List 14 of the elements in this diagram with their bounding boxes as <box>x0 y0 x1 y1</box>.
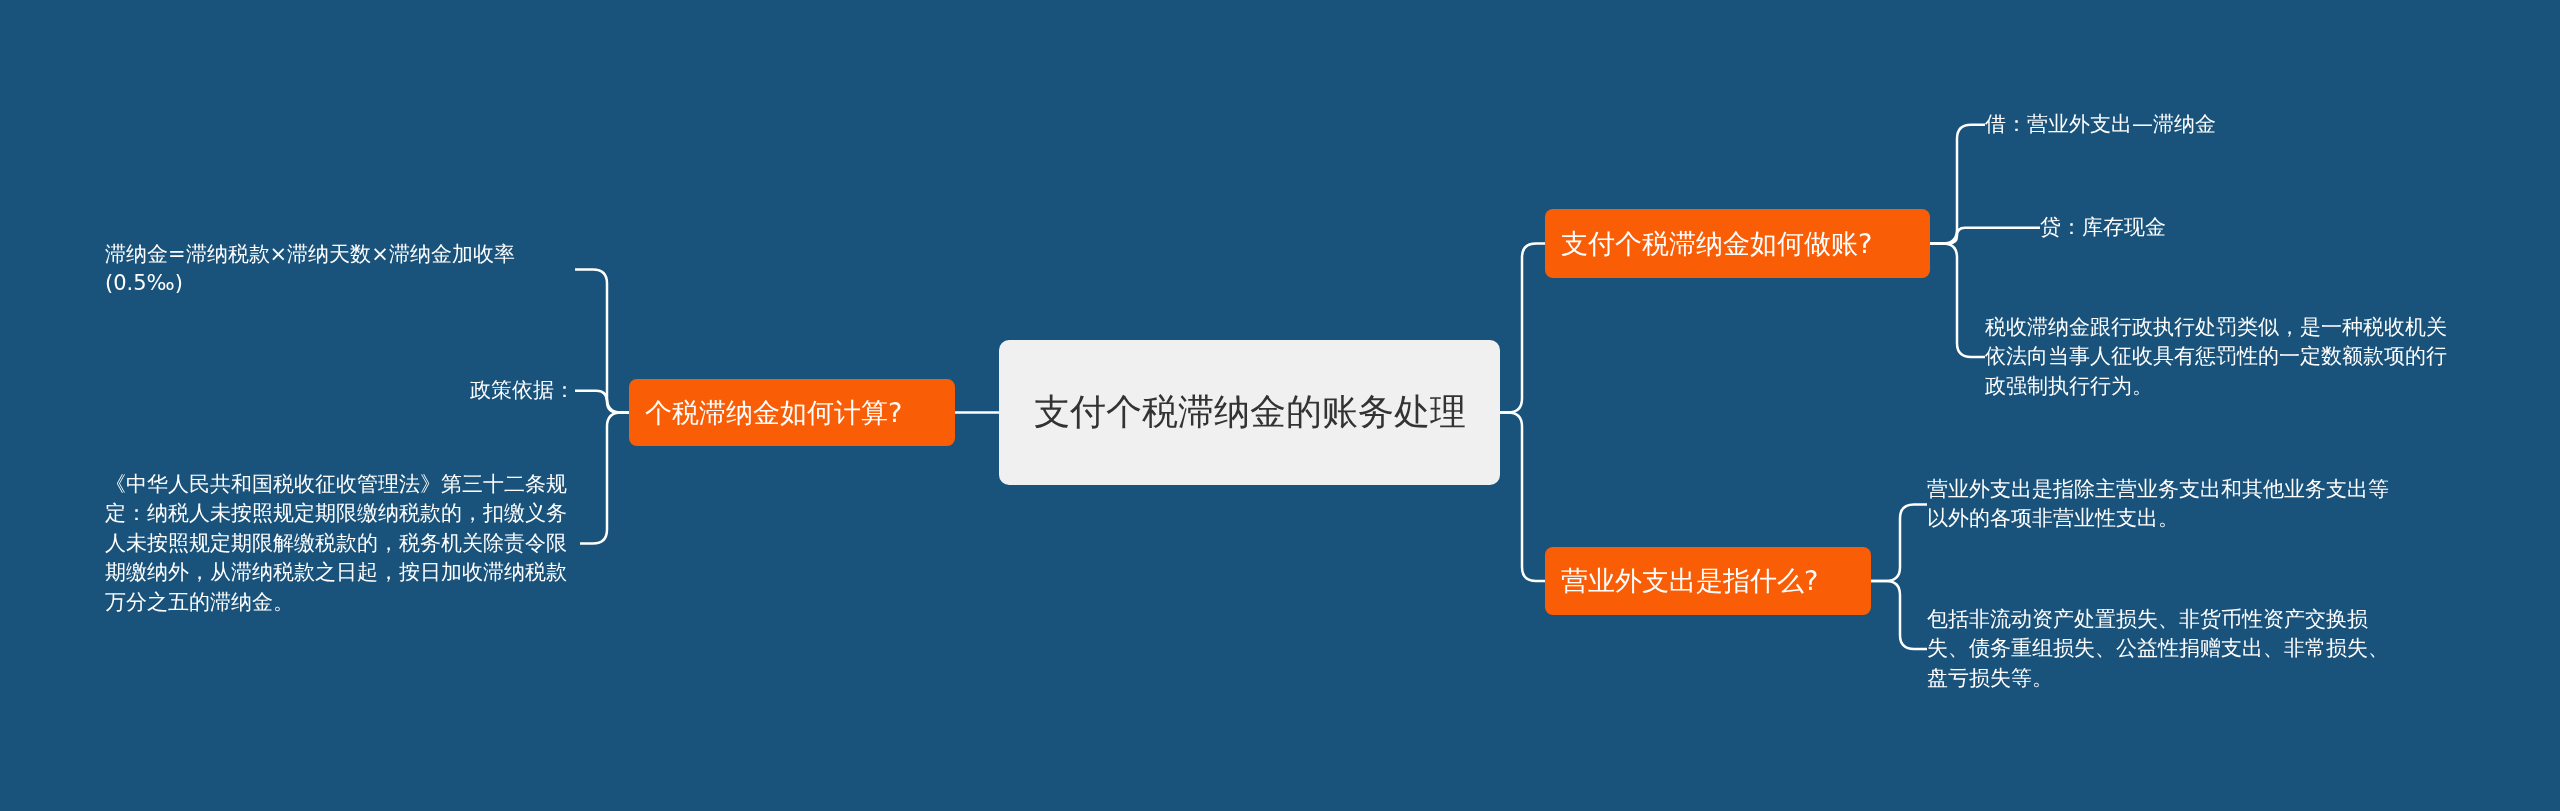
note-text: 借：营业外支出—滞纳金 <box>1985 110 2435 140</box>
note-text: 营业外支出是指除主营业务支出和其他业务支出等以外的各项非营业性支出。 <box>1927 475 2407 534</box>
connector-line <box>955 411 999 414</box>
topic-box: 支付个税滞纳金如何做账? <box>1545 209 1930 278</box>
topic-box: 个税滞纳金如何计算? <box>629 379 955 446</box>
central-topic-box: 支付个税滞纳金的账务处理 <box>999 340 1500 485</box>
note-text: 政策依据： <box>330 376 575 406</box>
topic-box: 营业外支出是指什么? <box>1545 547 1871 615</box>
note-text: 税收滞纳金跟行政执行处罚类似，是一种税收机关依法向当事人征收具有惩罚性的一定数额款项的行政强制执行行为。 <box>1985 313 2455 402</box>
note-text: 滞纳金=滞纳税款×滞纳天数×滞纳金加收率(0.5‰) <box>105 240 575 299</box>
note-text: 包括非流动资产处置损失、非货币性资产交换损失、债务重组损失、公益性捐赠支出、非常损失、盘亏损失等。 <box>1927 605 2407 694</box>
connector-line <box>1500 411 1545 583</box>
note-text: 贷：库存现金 <box>2040 213 2340 243</box>
note-text: 《中华人民共和国税收征收管理法》第三十二条规定：纳税人未按照规定期限缴纳税款的，扣缴义务人未按照规定期限解缴税款的，税务机关除责令限期缴纳外，从滞纳税款之日起，按日加收滞纳税款万分之五的滞纳金。 <box>105 470 580 617</box>
